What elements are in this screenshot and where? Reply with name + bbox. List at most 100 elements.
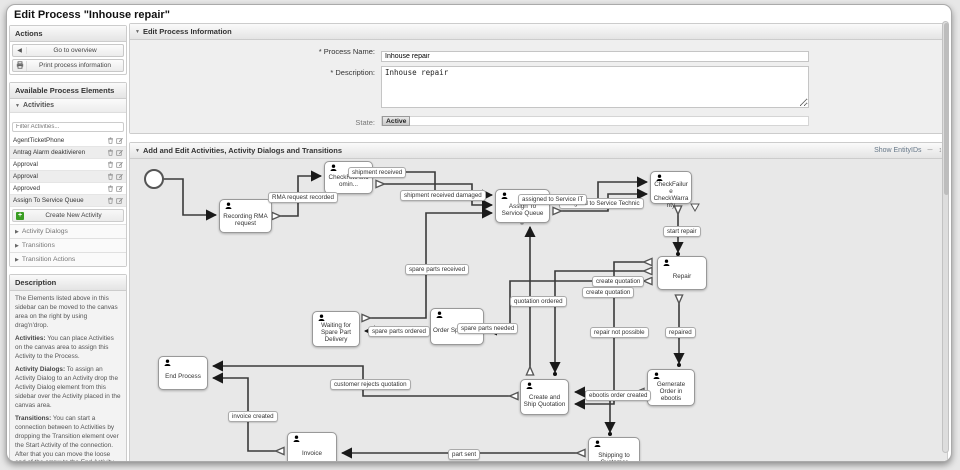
go-to-overview-button[interactable]: ◀ Go to overview xyxy=(12,44,124,57)
activity-label: Repair xyxy=(672,273,692,280)
transition-label[interactable]: invoice created xyxy=(228,411,278,422)
process-name-label-text: Process Name: xyxy=(323,47,375,56)
person-icon xyxy=(501,192,508,199)
transition-label[interactable]: spare parts received xyxy=(405,264,470,275)
activity-item-label: Antrag Alarm deaktivieren xyxy=(13,149,86,156)
print-process-button[interactable]: Print process information xyxy=(12,59,124,72)
trash-icon[interactable] xyxy=(107,137,114,144)
activity-node-ebootis-order[interactable]: Gernerate Order in ebootis xyxy=(647,369,695,406)
edit-icon[interactable] xyxy=(116,185,123,192)
canvas-header[interactable]: ▼ Add and Edit Activities, Activity Dial… xyxy=(130,143,947,159)
trash-icon[interactable] xyxy=(107,197,114,204)
section-transition-actions[interactable]: ▶ Transition Actions xyxy=(10,252,126,266)
activity-item-label: Approval xyxy=(13,161,38,168)
available-elements-widget: Available Process Elements ▼ Activities … xyxy=(9,82,127,267)
transition-label[interactable]: quotation ordered xyxy=(510,296,567,307)
activity-node-checkfailure[interactable]: CheckFailure CheckWarranty xyxy=(650,171,692,209)
activity-node-end-process[interactable]: End Process xyxy=(158,356,208,390)
filter-activities-input[interactable] xyxy=(12,122,124,132)
description-paragraph: Activities: You can place Activities on … xyxy=(15,335,121,362)
transition-label[interactable]: shipment received damaged xyxy=(400,190,486,201)
section-transitions[interactable]: ▶ Transitions xyxy=(10,238,126,252)
transition-label[interactable]: spare parts ordered xyxy=(368,326,430,337)
person-icon xyxy=(594,440,601,447)
actions-header: Actions xyxy=(10,26,126,42)
show-entity-ids-link[interactable]: Show EntityIDs xyxy=(874,147,922,154)
edit-icon[interactable] xyxy=(116,173,123,180)
paragraph-text: To assign an Activity Dialog to an Activ… xyxy=(15,365,121,409)
activity-label: Create and Ship Quotation xyxy=(523,393,566,408)
app-window: Edit Process "Inhouse repair" Actions ◀ … xyxy=(6,4,952,462)
list-item[interactable]: Assign To Service Queue xyxy=(10,195,126,207)
chevron-down-icon: ▼ xyxy=(135,28,140,35)
paragraph-text: You can start a connection between to Ac… xyxy=(15,414,119,461)
description-widget: Description The Elements listed above in… xyxy=(9,274,127,461)
list-item[interactable]: Approved xyxy=(10,183,126,195)
transition-label[interactable]: customer rejects quotation xyxy=(330,379,411,390)
transition-label[interactable]: shipment received xyxy=(348,167,407,178)
state-label: State: xyxy=(130,116,375,127)
resize-vertical-icon[interactable]: ↕ xyxy=(938,147,943,154)
activity-node-shipping[interactable]: Shipping to Customer xyxy=(588,437,640,461)
activity-node-recording-rma[interactable]: Recording RMA request xyxy=(219,199,272,233)
required-marker: * xyxy=(318,47,322,56)
process-canvas: Recording RMA request CheckRMAincomin...… xyxy=(130,159,947,461)
trash-icon[interactable] xyxy=(107,161,114,168)
transition-label[interactable]: start repair xyxy=(663,226,701,237)
activities-section-title: Activities xyxy=(22,102,55,109)
trash-icon[interactable] xyxy=(107,173,114,180)
go-to-overview-label: Go to overview xyxy=(53,47,97,54)
vertical-scrollbar[interactable] xyxy=(942,21,949,453)
list-item[interactable]: Antrag Alarm deaktivieren xyxy=(10,147,126,159)
list-item[interactable]: AgentTicketPhone xyxy=(10,135,126,147)
person-icon xyxy=(330,164,337,171)
transition-label[interactable]: part sent xyxy=(448,449,481,460)
process-info-title: Edit Process Information xyxy=(142,27,232,36)
trash-icon[interactable] xyxy=(107,149,114,156)
activities-section-toggle[interactable]: ▼ Activities xyxy=(10,99,126,113)
activity-label: Order Spare Part xyxy=(433,326,481,334)
scrollbar-thumb[interactable] xyxy=(943,22,949,195)
transition-label[interactable]: repaired xyxy=(665,327,696,338)
edit-icon[interactable] xyxy=(116,197,123,204)
state-label-text: State: xyxy=(355,118,375,127)
process-description-textarea[interactable]: Inhouse repair xyxy=(381,66,809,108)
edit-icon[interactable] xyxy=(116,149,123,156)
activity-node-waiting-spare[interactable]: Waiting for Spare Part Delivery xyxy=(312,311,360,347)
create-new-activity-button[interactable]: + Create New Activity xyxy=(12,209,124,222)
state-select[interactable]: Active xyxy=(382,116,411,126)
activity-label: Recording RMA request xyxy=(223,212,268,227)
transition-label[interactable]: assigned to Service IT xyxy=(518,194,588,205)
transition-label[interactable]: create quotation xyxy=(582,287,635,298)
chevron-right-icon: ▶ xyxy=(15,256,19,263)
description-label: * Description: xyxy=(130,66,375,113)
activity-node-repair[interactable]: Repair xyxy=(657,256,707,290)
collapse-icon[interactable]: ─ xyxy=(927,147,933,154)
person-icon xyxy=(318,314,325,321)
trash-icon[interactable] xyxy=(107,185,114,192)
list-item[interactable]: Approval xyxy=(10,171,126,183)
transition-label[interactable]: ebootis order created xyxy=(585,390,652,401)
transition-label[interactable]: create quotation xyxy=(592,276,645,287)
edit-icon[interactable] xyxy=(116,137,123,144)
start-node[interactable] xyxy=(144,169,164,189)
edit-icon[interactable] xyxy=(116,161,123,168)
chevron-down-icon: ▼ xyxy=(135,147,140,154)
description-title: Description xyxy=(15,278,57,287)
activity-node-invoice[interactable]: Invoice xyxy=(287,432,337,461)
page-title: Edit Process "Inhouse repair" xyxy=(14,9,170,21)
transition-label[interactable]: spare parts needed xyxy=(457,323,519,334)
process-name-input[interactable] xyxy=(381,51,809,62)
person-icon xyxy=(526,382,533,389)
paragraph-text: You can place Activities on the canvas a… xyxy=(15,334,114,360)
description-paragraph: Transitions: You can start a connection … xyxy=(15,414,121,461)
transition-label[interactable]: RMA request recorded xyxy=(268,192,338,203)
process-name-label: * Process Name: xyxy=(130,45,375,63)
process-info-header[interactable]: ▼ Edit Process Information xyxy=(130,24,947,40)
activity-node-create-ship[interactable]: Create and Ship Quotation xyxy=(520,379,569,415)
activity-label: CheckFailure CheckWarranty xyxy=(653,181,689,209)
section-activity-dialogs[interactable]: ▶ Activity Dialogs xyxy=(10,224,126,238)
transition-label[interactable]: repair not possible xyxy=(590,327,649,338)
list-item[interactable]: Approval xyxy=(10,159,126,171)
description-label-text: Description: xyxy=(335,68,375,77)
